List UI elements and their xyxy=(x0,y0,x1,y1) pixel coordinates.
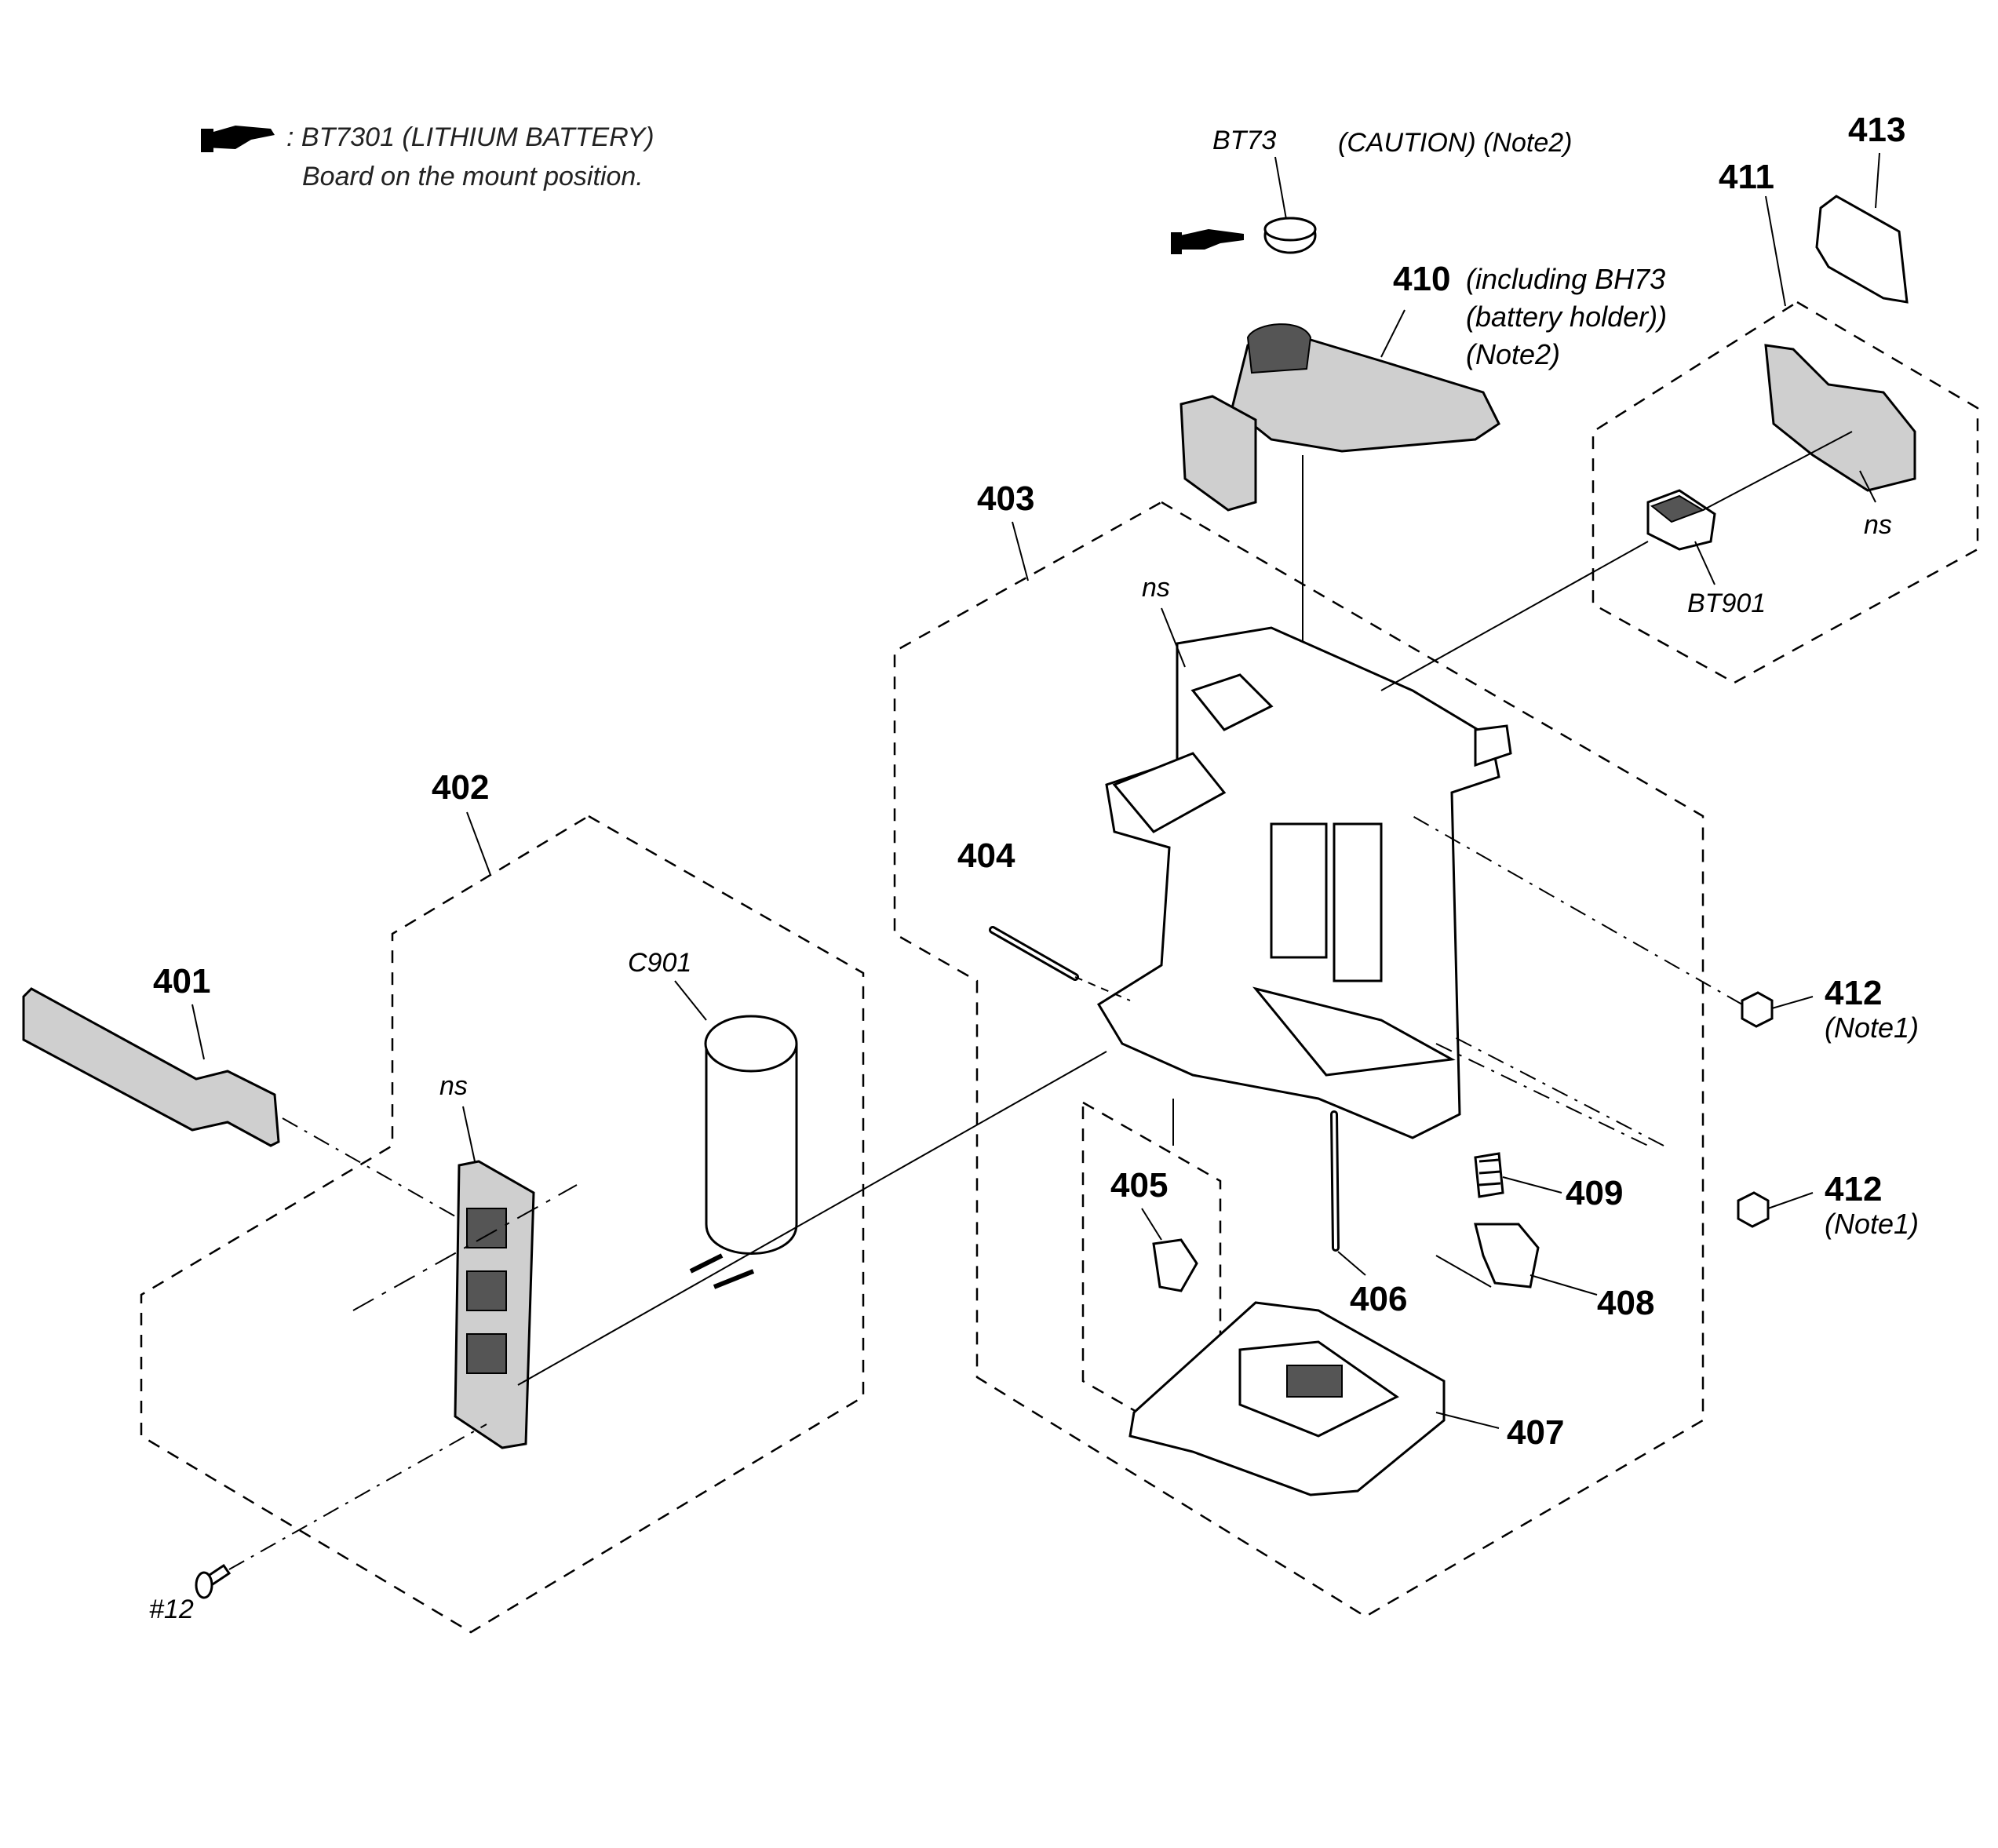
ns-402-label: ns xyxy=(439,1071,468,1101)
assembly-leader-lines xyxy=(352,1043,1649,1386)
part-404-shaft: 404 xyxy=(957,837,1131,1001)
part-410-note-1: (including BH73 xyxy=(1466,263,1665,295)
part-411-label: 411 xyxy=(1719,158,1774,196)
part-410-note-3: (Note2) xyxy=(1466,338,1560,370)
part-403-group: 403 xyxy=(893,479,1704,1618)
part-410-label: 410 xyxy=(1393,260,1450,298)
part-412b-note: (Note1) xyxy=(1825,1208,1919,1240)
pointing-hand-icon xyxy=(1171,229,1244,254)
part-402-board: ns xyxy=(439,1071,535,1449)
part-412-a: 412 (Note1) xyxy=(1412,815,1919,1044)
ns-403-label: ns xyxy=(1142,573,1170,603)
part-413-label: 413 xyxy=(1848,111,1905,149)
screw-12-label: #12 xyxy=(149,1595,194,1624)
legend-line-1: : BT7301 (LITHIUM BATTERY) xyxy=(286,122,654,152)
part-401-cable: 401 xyxy=(22,962,456,1217)
part-402-group: 402 xyxy=(140,768,865,1634)
ns-411-label: ns xyxy=(1864,510,1892,540)
bt73-battery: BT73 (CAUTION) (Note2) xyxy=(1171,126,1572,254)
c901-capacitor: C901 xyxy=(628,948,798,1289)
part-405-label: 405 xyxy=(1110,1166,1168,1205)
legend-line-2: Board on the mount position. xyxy=(302,162,644,191)
main-chassis: ns xyxy=(1096,573,1512,1139)
part-405-group: 405 xyxy=(1081,1099,1222,1462)
part-406-shaft: 406 xyxy=(1330,1110,1407,1318)
part-401-label: 401 xyxy=(153,962,210,1001)
legend: : BT7301 (LITHIUM BATTERY) Board on the … xyxy=(201,122,654,191)
part-412a-label: 412 xyxy=(1825,974,1882,1012)
part-411-group: 411 ns BT901 xyxy=(1380,158,1979,691)
part-409-label: 409 xyxy=(1566,1174,1623,1212)
pointing-hand-icon xyxy=(201,126,275,152)
part-413: 413 xyxy=(1815,111,1909,304)
part-412b-label: 412 xyxy=(1825,1170,1882,1208)
part-407-label: 407 xyxy=(1507,1413,1564,1452)
bt901-label: BT901 xyxy=(1687,589,1766,618)
part-402-label: 402 xyxy=(432,768,489,807)
c901-label: C901 xyxy=(628,948,691,978)
part-412-b: 412 (Note1) xyxy=(1451,1035,1919,1240)
part-412a-note: (Note1) xyxy=(1825,1011,1919,1044)
part-407-base: 407 xyxy=(1128,1301,1564,1496)
part-410-note-2: (battery holder)) xyxy=(1466,301,1667,333)
part-406-label: 406 xyxy=(1350,1280,1407,1318)
bt73-label: BT73 xyxy=(1212,126,1276,155)
part-408: 408 xyxy=(1474,1223,1654,1322)
screw-12: #12 xyxy=(149,1423,487,1624)
part-403-label: 403 xyxy=(977,479,1034,518)
caution-label: (CAUTION) (Note2) xyxy=(1338,128,1572,158)
part-404-label: 404 xyxy=(957,837,1015,875)
part-408-label: 408 xyxy=(1597,1284,1654,1322)
part-410-board: 410 (including BH73 (battery holder)) (N… xyxy=(1179,260,1667,761)
part-409: 409 xyxy=(1474,1152,1623,1212)
